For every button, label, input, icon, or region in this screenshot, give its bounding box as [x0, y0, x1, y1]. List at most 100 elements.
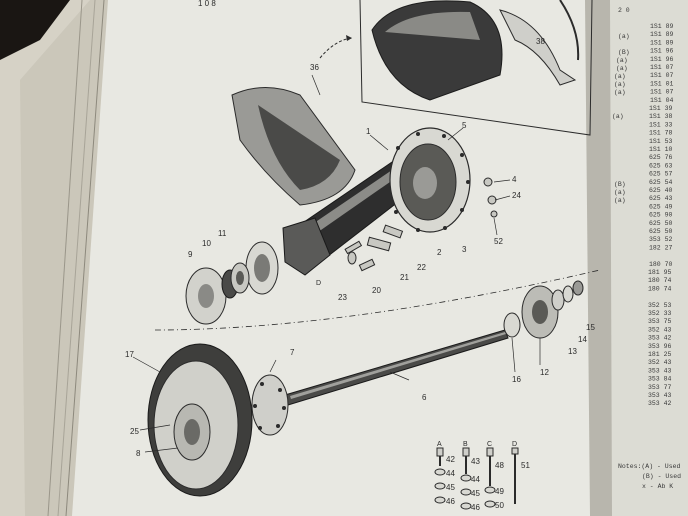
axle-flange: [251, 374, 289, 436]
bolt-a: [436, 447, 444, 466]
callout-45a: 45: [446, 483, 455, 492]
callout-8: 8: [136, 449, 141, 458]
callout-3: 3: [462, 245, 467, 254]
part-number: 1S1 89: [650, 23, 674, 30]
part-16-seal: [503, 312, 521, 338]
part-number: 353 43: [648, 367, 672, 374]
part-number: 353 96: [648, 343, 672, 350]
part-number: 182 27: [649, 244, 673, 251]
part-number: 353 42: [648, 400, 672, 407]
bolt-c: [486, 447, 494, 486]
callout-d-bolt: D: [512, 441, 517, 448]
svg-text:(a): (a): [618, 33, 630, 40]
part-number: 625 50: [649, 220, 673, 227]
part-number: 352 43: [648, 359, 672, 366]
svg-text:(a): (a): [612, 113, 624, 120]
callout-16: 16: [512, 375, 521, 384]
axle-flange-studs: [253, 382, 286, 430]
callout-43: 43: [471, 457, 480, 466]
inset-fender-highlight: [385, 11, 480, 40]
bolt-d: [511, 447, 519, 504]
part-number: 353 42: [648, 335, 672, 342]
callout-48: 48: [495, 461, 504, 470]
inset-bracket: [499, 9, 577, 86]
callout-9: 9: [188, 250, 193, 259]
callout-c: C: [487, 441, 492, 448]
note-x: x - Ab K: [642, 483, 673, 490]
part-number: 1S1 07: [650, 64, 674, 71]
brake-drum-center: [184, 419, 200, 445]
svg-text:2 0: 2 0: [618, 7, 630, 14]
part-number: 1S1 04: [650, 97, 674, 104]
part-number: 180 74: [648, 277, 672, 284]
callout-b: B: [463, 441, 468, 448]
part-number: 1S1 96: [650, 48, 674, 55]
assembly-centerline: [154, 269, 601, 331]
right-page: [610, 0, 688, 516]
svg-text:(B): (B): [618, 49, 630, 56]
callout-17: 17: [125, 350, 134, 359]
svg-text:(a): (a): [614, 89, 626, 96]
small-hardware: [344, 177, 498, 272]
part-15-nut: [572, 280, 584, 296]
callout-20: 20: [372, 286, 381, 295]
callout-51: 51: [521, 461, 530, 470]
callout-7: 7: [290, 348, 295, 357]
part-number: 181 95: [648, 269, 672, 276]
part-number: 625 90: [649, 212, 673, 219]
part-number: 1S1 07: [650, 72, 674, 79]
part-number: 353 77: [648, 384, 672, 391]
svg-text:(a): (a): [614, 189, 626, 196]
part-number: 1S1 38: [649, 113, 673, 120]
part-number: 353 43: [648, 392, 672, 399]
part-number: 625 49: [649, 203, 673, 210]
leader-lines: [132, 74, 541, 453]
callout-d-housing: D: [316, 280, 321, 287]
housing-left-bore: [254, 254, 270, 282]
callout-5: 5: [462, 121, 467, 130]
page-edge-line: [65, 0, 105, 516]
callout-38: 38: [536, 37, 545, 46]
part-number: 353 75: [648, 318, 672, 325]
part-number: 625 63: [649, 162, 673, 169]
part-number: 625 50: [649, 228, 673, 235]
note-b: (B) - Used: [642, 473, 681, 480]
callout-45b: 45: [471, 489, 480, 498]
callout-13: 13: [568, 347, 577, 356]
part-14-washer: [562, 285, 574, 303]
part-number: 1S1 89: [650, 39, 674, 46]
callout-10: 10: [202, 239, 211, 248]
callout-24: 24: [512, 191, 521, 200]
top-page-mark: 1 0 8: [198, 0, 216, 8]
axle-housing-highlight: [292, 168, 400, 246]
part-number: 625 40: [649, 187, 673, 194]
svg-text:(a): (a): [614, 81, 626, 88]
callout-49: 49: [495, 487, 504, 496]
callout-14: 14: [578, 335, 587, 344]
svg-text:(B): (B): [614, 181, 626, 188]
part-12-hub-bore: [532, 300, 548, 324]
bolt-b: [462, 447, 470, 474]
part-number: 625 76: [649, 154, 673, 161]
callout-46a: 46: [446, 497, 455, 506]
part-number: 625 43: [649, 195, 673, 202]
part-number: 1S1 10: [649, 146, 673, 153]
callout-46b: 46: [471, 503, 480, 512]
axle-shaft-highlight: [290, 332, 506, 399]
note-a: Notes:(A) - Used: [618, 463, 681, 470]
part-number: 352 43: [648, 326, 672, 333]
part-number: 1S1 01: [650, 80, 674, 87]
part-number: 1S1 07: [650, 89, 674, 96]
part-number: 625 54: [649, 179, 673, 186]
part-number: 1S1 89: [650, 31, 674, 38]
fender-36-inner: [258, 105, 340, 190]
part-number: 352 53: [648, 302, 672, 309]
flange-bolts: [394, 132, 470, 232]
callout-23: 23: [338, 293, 347, 302]
inset-frame: [359, 0, 593, 136]
inset-bracket-arm: [559, 0, 580, 61]
part-13-bearing: [551, 289, 565, 311]
part-number: 1S1 96: [650, 56, 674, 63]
